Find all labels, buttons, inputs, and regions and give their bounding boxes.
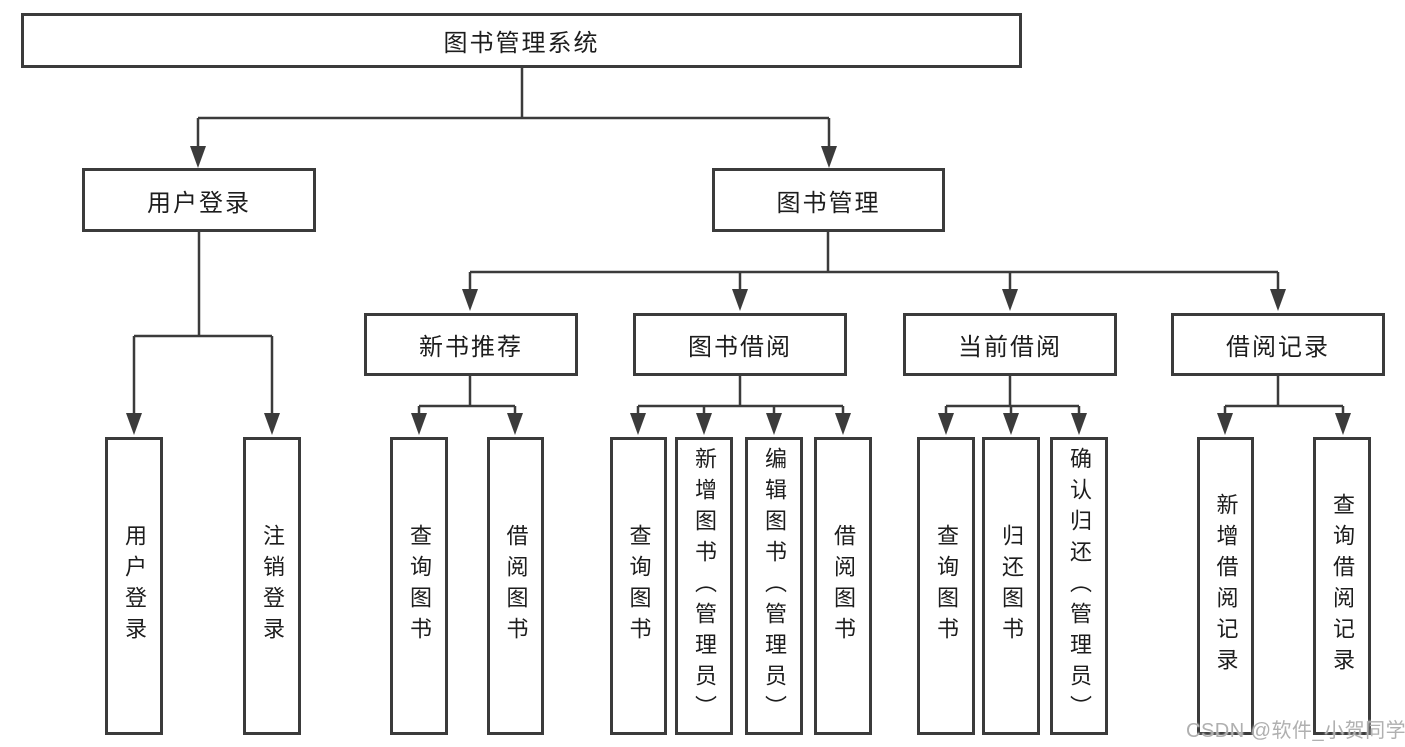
leaf-return-book: 归还图书 [982, 437, 1040, 735]
arrow-down-icon [126, 413, 142, 435]
node-book-management: 图书管理 [712, 168, 945, 232]
leaf-borrow-books-recommend-label: 借阅图书 [503, 524, 529, 648]
leaf-add-book-admin: 新增图书（管理员） [675, 437, 733, 735]
node-book-management-label: 图书管理 [776, 189, 881, 217]
arrow-down-icon [1071, 413, 1087, 435]
leaf-user-login-label: 用户登录 [122, 524, 147, 648]
arrow-down-icon [1002, 289, 1018, 311]
branch-user-login [126, 232, 280, 435]
node-borrow-records: 借阅记录 [1171, 313, 1385, 376]
arrow-down-icon [190, 146, 206, 168]
leaf-query-borrow-record-label: 查询借阅记录 [1330, 493, 1355, 679]
node-user-login: 用户登录 [82, 168, 316, 232]
arrow-down-icon [766, 413, 782, 435]
node-new-book-recommend: 新书推荐 [364, 313, 578, 376]
node-current-borrow: 当前借阅 [903, 313, 1117, 376]
branch-root [190, 68, 837, 168]
leaf-confirm-return-admin: 确认归还（管理员） [1050, 437, 1108, 735]
leaf-query-books-borrow-label: 查询图书 [626, 524, 652, 648]
arrow-down-icon [1335, 413, 1351, 435]
leaf-query-books-current-label: 查询图书 [934, 524, 959, 648]
node-book-borrow: 图书借阅 [633, 313, 847, 376]
branch-new-book [411, 376, 523, 435]
leaf-return-book-label: 归还图书 [999, 524, 1024, 648]
node-current-borrow-label: 当前借阅 [958, 334, 1062, 361]
leaf-query-books-current: 查询图书 [917, 437, 975, 735]
leaf-query-books-recommend: 查询图书 [390, 437, 448, 735]
leaf-edit-book-admin: 编辑图书（管理员） [745, 437, 803, 735]
leaf-add-borrow-record: 新增借阅记录 [1197, 437, 1254, 735]
watermark: CSDN @软件_小贺同学 [1186, 720, 1405, 742]
arrow-down-icon [462, 289, 478, 311]
arrow-down-icon [411, 413, 427, 435]
arrow-down-icon [938, 413, 954, 435]
leaf-confirm-return-admin-label: 确认归还（管理员） [1067, 446, 1092, 726]
leaf-query-books-recommend-label: 查询图书 [407, 524, 432, 648]
leaf-logout: 注销登录 [243, 437, 301, 735]
branch-book-borrow [630, 376, 851, 435]
leaf-borrow-books: 借阅图书 [814, 437, 872, 735]
leaf-borrow-books-recommend: 借阅图书 [487, 437, 544, 735]
branch-borrow-records [1217, 376, 1351, 435]
arrow-down-icon [835, 413, 851, 435]
arrow-down-icon [1003, 413, 1019, 435]
node-borrow-records-label: 借阅记录 [1226, 334, 1330, 361]
node-new-book-recommend-label: 新书推荐 [419, 334, 523, 361]
arrow-down-icon [821, 146, 837, 168]
arrow-down-icon [732, 289, 748, 311]
arrow-down-icon [507, 413, 523, 435]
arrow-down-icon [630, 413, 646, 435]
leaf-add-book-admin-label: 新增图书（管理员） [692, 446, 717, 726]
leaf-borrow-books-label: 借阅图书 [831, 524, 856, 648]
leaf-add-borrow-record-label: 新增借阅记录 [1213, 493, 1239, 679]
leaf-logout-label: 注销登录 [260, 524, 285, 648]
leaf-edit-book-admin-label: 编辑图书（管理员） [762, 446, 787, 726]
branch-book-management [462, 232, 1286, 311]
arrow-down-icon [696, 413, 712, 435]
arrow-down-icon [1217, 413, 1233, 435]
node-root: 图书管理系统 [21, 13, 1022, 68]
branch-current-borrow [938, 376, 1087, 435]
node-user-login-label: 用户登录 [147, 189, 251, 217]
arrow-down-icon [1270, 289, 1286, 311]
leaf-query-books-borrow: 查询图书 [610, 437, 667, 735]
leaf-user-login: 用户登录 [105, 437, 163, 735]
node-book-borrow-label: 图书借阅 [688, 334, 792, 361]
leaf-query-borrow-record: 查询借阅记录 [1313, 437, 1371, 735]
arrow-down-icon [264, 413, 280, 435]
node-root-label: 图书管理系统 [443, 30, 600, 57]
